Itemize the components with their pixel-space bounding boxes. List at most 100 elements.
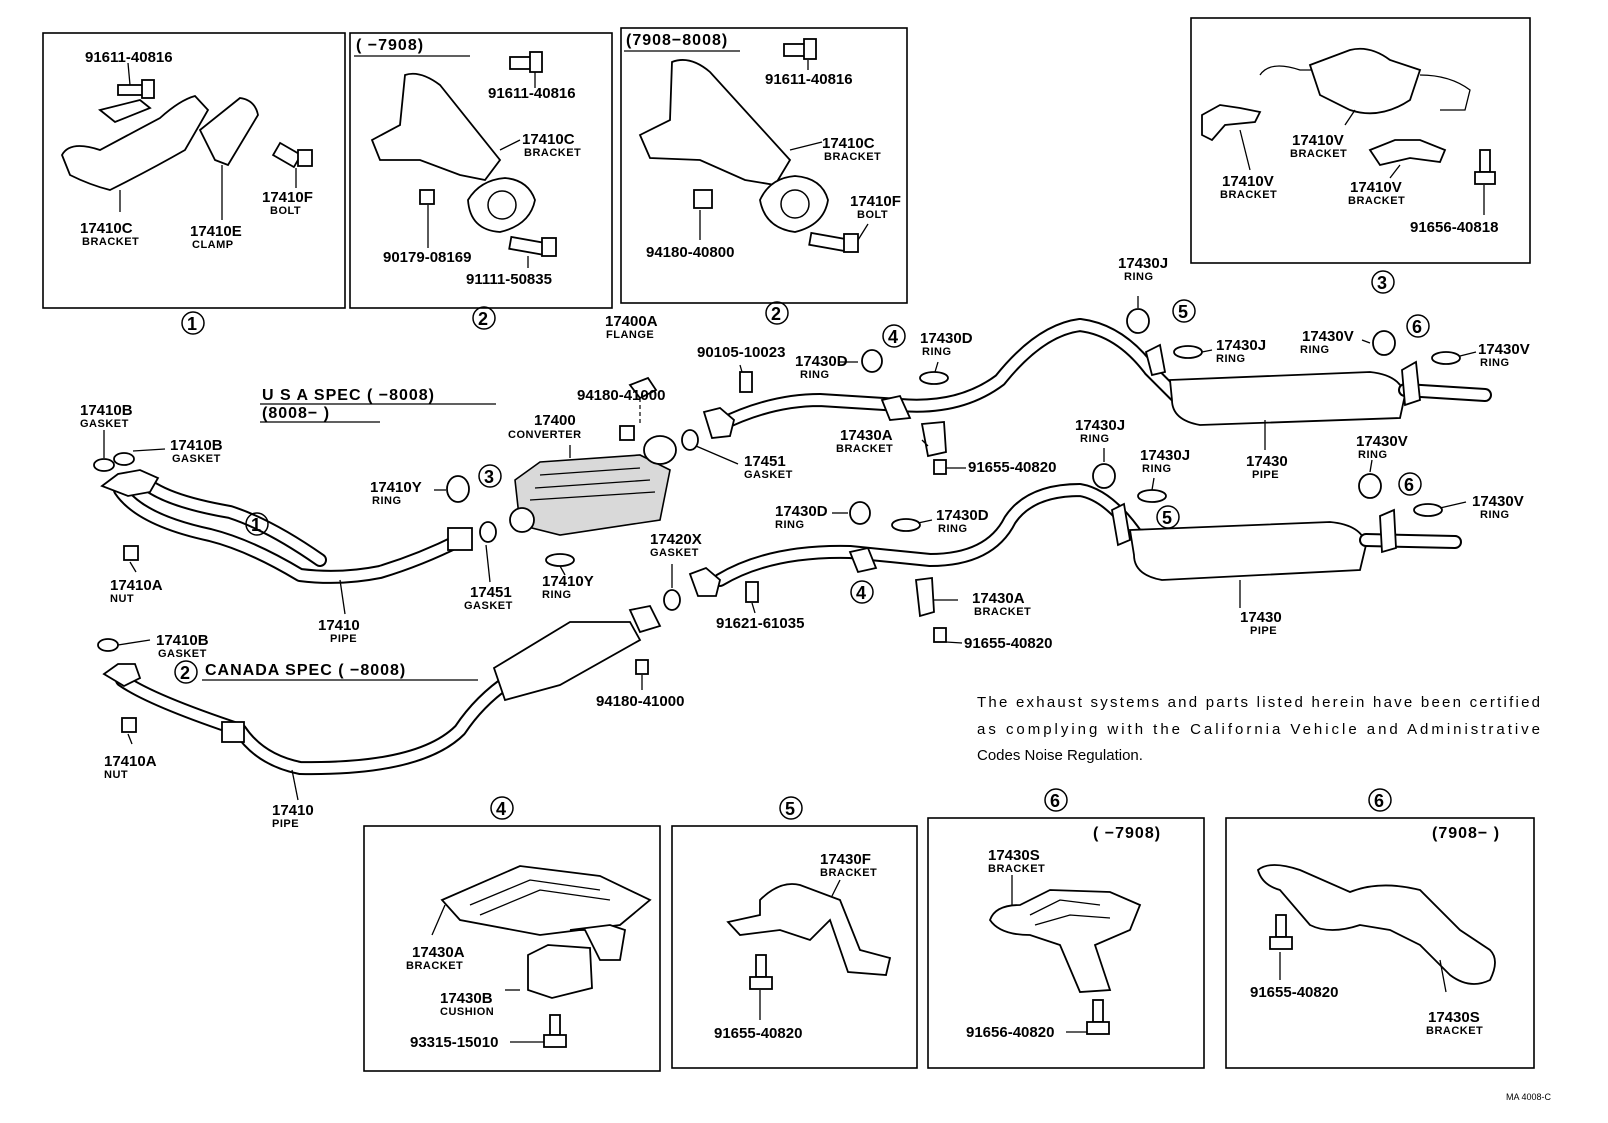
- label-14-sub: BRACKET: [836, 443, 893, 455]
- svg-text:6: 6: [1404, 475, 1414, 495]
- b6b-label-0: 91655-40820: [1250, 984, 1338, 1001]
- label-7-sub: CONVERTER: [508, 429, 582, 441]
- b6a-label-1: BRACKET: [988, 863, 1045, 875]
- label-8-sub: FLANGE: [606, 329, 654, 341]
- detail-box-2b: (7908−8008) 91611-40816 17410C BRACKET 1…: [620, 27, 908, 304]
- label-19: 17430V: [1478, 341, 1530, 358]
- label-0: 17410B: [80, 402, 133, 419]
- b5-label-1: BRACKET: [820, 867, 877, 879]
- b2b-date: (7908−8008): [626, 32, 728, 49]
- b4-label-0: 17430A: [412, 944, 465, 961]
- svg-text:4: 4: [888, 327, 898, 347]
- svg-text:5: 5: [785, 799, 795, 819]
- label-6: 17410Y: [542, 573, 594, 590]
- callout-box-4: 4: [490, 796, 514, 820]
- svg-text:1: 1: [251, 515, 261, 535]
- label-1: 17410B: [170, 437, 223, 454]
- label-17: 17430J: [1216, 337, 1266, 354]
- b3-label-1: BRACKET: [1290, 148, 1347, 160]
- b2b-label-4: BOLT: [857, 209, 888, 221]
- callout-1-main: 1: [245, 512, 269, 536]
- label-18: 17430V: [1302, 328, 1354, 345]
- b2a-label-0: 91611-40816: [488, 85, 576, 102]
- label-35: 17410: [272, 802, 314, 819]
- label-5: 17451: [470, 584, 512, 601]
- label-21-sub: RING: [1080, 433, 1110, 445]
- label-6-sub: RING: [542, 589, 572, 601]
- svg-text:6: 6: [1050, 791, 1060, 811]
- label-12-sub: RING: [800, 369, 830, 381]
- detail-box-2a: ( −7908) 91611-40816 17410C BRACKET 9017…: [349, 32, 613, 309]
- callout-box-1: 1: [181, 311, 205, 335]
- label-4: 17410Y: [370, 479, 422, 496]
- b2b-label-5: 94180-40800: [646, 244, 734, 261]
- callout-box-5: 5: [779, 796, 803, 820]
- label-11-sub: GASKET: [744, 469, 793, 481]
- b2a-label-1: 17410C: [522, 131, 575, 148]
- b4-label-4: 93315-15010: [410, 1034, 498, 1051]
- svg-text:4: 4: [856, 583, 866, 603]
- callout-box-2b: 2: [765, 301, 789, 325]
- label-24: 17430V: [1472, 493, 1524, 510]
- label-32: 94180-41000: [596, 693, 684, 710]
- label-27-sub: GASKET: [650, 547, 699, 559]
- label-22-sub: RING: [1142, 463, 1172, 475]
- detail-box-3: 17410V BRACKET 17410V BRACKET 17410V BRA…: [1190, 17, 1531, 264]
- label-34-sub: NUT: [104, 769, 128, 781]
- label-19-sub: RING: [1480, 357, 1510, 369]
- diagram-code: MA 4008-C: [1506, 1092, 1552, 1102]
- label-26-sub: RING: [938, 523, 968, 535]
- label-7: 17400: [534, 412, 576, 429]
- certification-note: The exhaust systems and parts listed her…: [977, 694, 1540, 764]
- label-15: 91655-40820: [968, 459, 1056, 476]
- label-20: 17430: [1246, 453, 1288, 470]
- label-27: 17420X: [650, 531, 702, 548]
- detail-box-5: 17430F BRACKET 91655-40820: [671, 825, 918, 1069]
- callout-6-lower: 6: [1398, 472, 1422, 496]
- label-17-sub: RING: [1216, 353, 1246, 365]
- label-14: 17430A: [840, 427, 893, 444]
- svg-text:4: 4: [496, 799, 506, 819]
- label-22: 17430J: [1140, 447, 1190, 464]
- label-2-sub: NUT: [110, 593, 134, 605]
- b1-label-5: 17410F: [262, 189, 313, 206]
- b1-label-2: BRACKET: [82, 236, 139, 248]
- label-26: 17430D: [936, 507, 989, 524]
- b3-label-2: 17410V: [1222, 173, 1274, 190]
- label-34: 17410A: [104, 753, 157, 770]
- b3-label-4: 17410V: [1350, 179, 1402, 196]
- label-12: 17430D: [795, 353, 848, 370]
- b2b-label-0: 91611-40816: [765, 71, 853, 88]
- b4-label-3: CUSHION: [440, 1006, 494, 1018]
- b5-label-0: 17430F: [820, 851, 871, 868]
- label-29-sub: BRACKET: [974, 606, 1031, 618]
- b2b-label-1: 17410C: [822, 135, 875, 152]
- label-23: 17430V: [1356, 433, 1408, 450]
- canada-spec-label: CANADA SPEC ( −8008): [205, 662, 406, 679]
- b1-label-3: 17410E: [190, 223, 242, 240]
- b1-label-1: 17410C: [80, 220, 133, 237]
- callout-3-main: 3: [478, 464, 502, 488]
- detail-box-6a: ( −7908) 17430S BRACKET 91656-40820: [927, 817, 1205, 1069]
- b6b-label-1: 17430S: [1428, 1009, 1480, 1026]
- svg-text:3: 3: [1377, 273, 1387, 293]
- label-25-sub: RING: [775, 519, 805, 531]
- label-16-sub: RING: [1124, 271, 1154, 283]
- b6a-date: ( −7908): [1093, 825, 1161, 842]
- svg-text:5: 5: [1178, 302, 1188, 322]
- label-8: 17400A: [605, 313, 658, 330]
- label-24-sub: RING: [1480, 509, 1510, 521]
- b1-label-0: 91611-40816: [85, 49, 173, 66]
- usa-spec-label: U S A SPEC ( −8008): [262, 387, 435, 404]
- svg-text:5: 5: [1162, 508, 1172, 528]
- detail-box-6b: (7908− ) 91655-40820 17430S BRACKET: [1225, 817, 1535, 1069]
- usa-spec-label-2: (8008− ): [262, 405, 330, 422]
- note-line-2: as complying with the California Vehicle…: [977, 721, 1540, 738]
- svg-text:3: 3: [484, 467, 494, 487]
- callout-box-6b: 6: [1368, 788, 1392, 812]
- label-3: 17410: [318, 617, 360, 634]
- b6a-label-2: 91656-40820: [966, 1024, 1054, 1041]
- callout-box-2a: 2: [472, 306, 496, 330]
